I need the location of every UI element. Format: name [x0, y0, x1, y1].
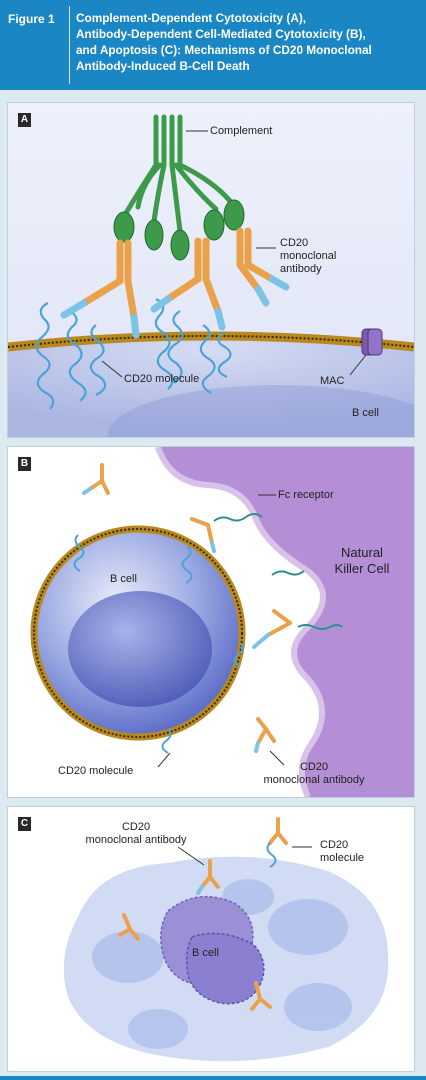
- cd20-molecule: [73, 534, 85, 572]
- bottom-rule: [0, 1076, 426, 1080]
- antibody-label-line2: monoclonal antibody: [85, 834, 187, 846]
- panel-c-antibodies: [118, 817, 288, 1011]
- fc-receptors: [213, 513, 343, 630]
- complement-arm: [151, 162, 167, 224]
- cd20-molecule-label: CD20 molecule: [58, 765, 134, 777]
- cd20-molecule: [161, 728, 172, 754]
- panel-b-letter: B: [18, 457, 31, 471]
- fc-receptor: [271, 570, 305, 576]
- fc-receptor: [213, 513, 263, 522]
- cd20-antibody: [252, 609, 292, 649]
- cd20-molecule: [217, 332, 232, 379]
- figure-title-line: Antibody-Induced B-Cell Death: [76, 59, 250, 73]
- complement-head: [203, 209, 225, 241]
- panel-c-illustration: [8, 807, 414, 1071]
- cd20-antibody: [236, 227, 290, 307]
- header-divider: [69, 6, 70, 84]
- b-cell-nucleus: [68, 591, 212, 707]
- complement-label: Complement: [210, 125, 273, 137]
- fc-receptor-label: Fc receptor: [278, 489, 334, 501]
- cd20-antibody: [250, 981, 272, 1011]
- cd20-molecule: [266, 842, 277, 868]
- nk-cell-label-line2: Killer Cell: [334, 561, 390, 576]
- antibody-label-line1: CD20: [121, 821, 151, 833]
- cd20-molecules: [35, 298, 232, 410]
- panel-b-antibodies: [82, 463, 292, 753]
- complement-head: [113, 211, 135, 243]
- panel-b-illustration: [8, 447, 414, 797]
- figure-title-line: and Apoptosis (C): Mechanisms of CD20 Mo…: [76, 43, 372, 57]
- complement-head: [170, 229, 190, 261]
- antibody-label-line3: antibody: [280, 263, 322, 275]
- panel-a-letter: A: [18, 113, 31, 127]
- antibody-label-line1: CD20: [280, 237, 309, 249]
- apoptotic-fragment: [268, 899, 348, 955]
- cd20-molecule: [181, 546, 193, 584]
- cd20-antibody: [82, 463, 110, 495]
- cd20-antibodies: [60, 227, 290, 339]
- complement-head: [144, 219, 164, 251]
- mac-label: MAC: [320, 375, 345, 387]
- cell-membrane: [8, 331, 414, 352]
- mac-channel: [361, 328, 383, 356]
- b-cell-nucleus: [108, 385, 414, 437]
- cd20-antibody: [118, 913, 140, 941]
- b-cell-label: B cell: [110, 573, 137, 585]
- fc-receptor: [297, 624, 343, 630]
- cd20-antibody: [196, 859, 220, 895]
- complement-arm: [135, 162, 163, 210]
- apoptotic-fragment: [92, 931, 164, 983]
- antibody-label-line2: monoclonal: [280, 250, 337, 262]
- cd20-molecule: [199, 324, 216, 394]
- cd20-antibody: [254, 717, 276, 753]
- antibody-label-line2: monoclonal antibody: [263, 774, 365, 786]
- cd20-molecule-label: CD20 molecule: [124, 373, 200, 385]
- cd20-antibody: [60, 239, 140, 339]
- panel-c-letter: C: [18, 817, 31, 831]
- b-cell-membrane-lipids: [33, 528, 243, 738]
- panel-b-cd20: [73, 534, 244, 754]
- panel-a-leaders: [101, 130, 367, 378]
- cd20-molecule: [89, 324, 107, 396]
- cd20-antibody: [268, 817, 288, 845]
- panel-a-illustration: [8, 103, 414, 437]
- figure-header: Figure 1 Complement-Dependent Cytotoxici…: [0, 0, 426, 90]
- cd20-antibody: [150, 237, 226, 331]
- cd20-molecule: [167, 310, 184, 384]
- figure-title: Complement-Dependent Cytotoxicity (A), A…: [76, 10, 418, 74]
- panel-a: A Complement CD20 monoclonal antibody CD…: [7, 102, 415, 438]
- complement-heads: [113, 199, 245, 261]
- figure-title-line: Antibody-Dependent Cell-Mediated Cytotox…: [76, 27, 366, 41]
- panel-b-leaders: [157, 494, 285, 768]
- b-cell-cytoplasm: [8, 340, 414, 437]
- cd20-molecule-label-line2: molecule: [320, 852, 365, 864]
- cd20-molecule: [154, 298, 174, 390]
- natural-killer-cell: [158, 447, 414, 797]
- nk-cell-edge: [155, 447, 326, 797]
- nk-cell-label-line1: Natural: [341, 545, 383, 560]
- complement-arm: [177, 162, 233, 204]
- figure-title-line: Complement-Dependent Cytotoxicity (A),: [76, 11, 307, 25]
- b-cell-label: B cell: [192, 947, 219, 959]
- apoptotic-fragment: [128, 1009, 188, 1049]
- b-cell-label: B cell: [352, 407, 379, 419]
- complement-head: [223, 199, 245, 231]
- cd20-molecule: [233, 642, 244, 668]
- cd20-molecule: [66, 310, 87, 402]
- complement-arm: [169, 162, 183, 234]
- cd20-antibody: [190, 517, 216, 553]
- complement-protein: [123, 114, 233, 234]
- panel-c: C CD20 monoclonal antibody CD20 molecule…: [7, 806, 415, 1072]
- complement-arm: [173, 162, 219, 212]
- figure-label: Figure 1: [8, 12, 55, 26]
- cd20-molecule-label-line1: CD20: [320, 839, 349, 851]
- cd20-molecule: [35, 302, 55, 410]
- apoptotic-fragment: [284, 983, 352, 1031]
- panel-b: B Fc receptor Natural Killer Cell B cell…: [7, 446, 415, 798]
- panel-c-leaders: [177, 846, 312, 866]
- antibody-label-line1: CD20: [299, 761, 329, 773]
- fragmented-nucleus: [185, 932, 265, 1005]
